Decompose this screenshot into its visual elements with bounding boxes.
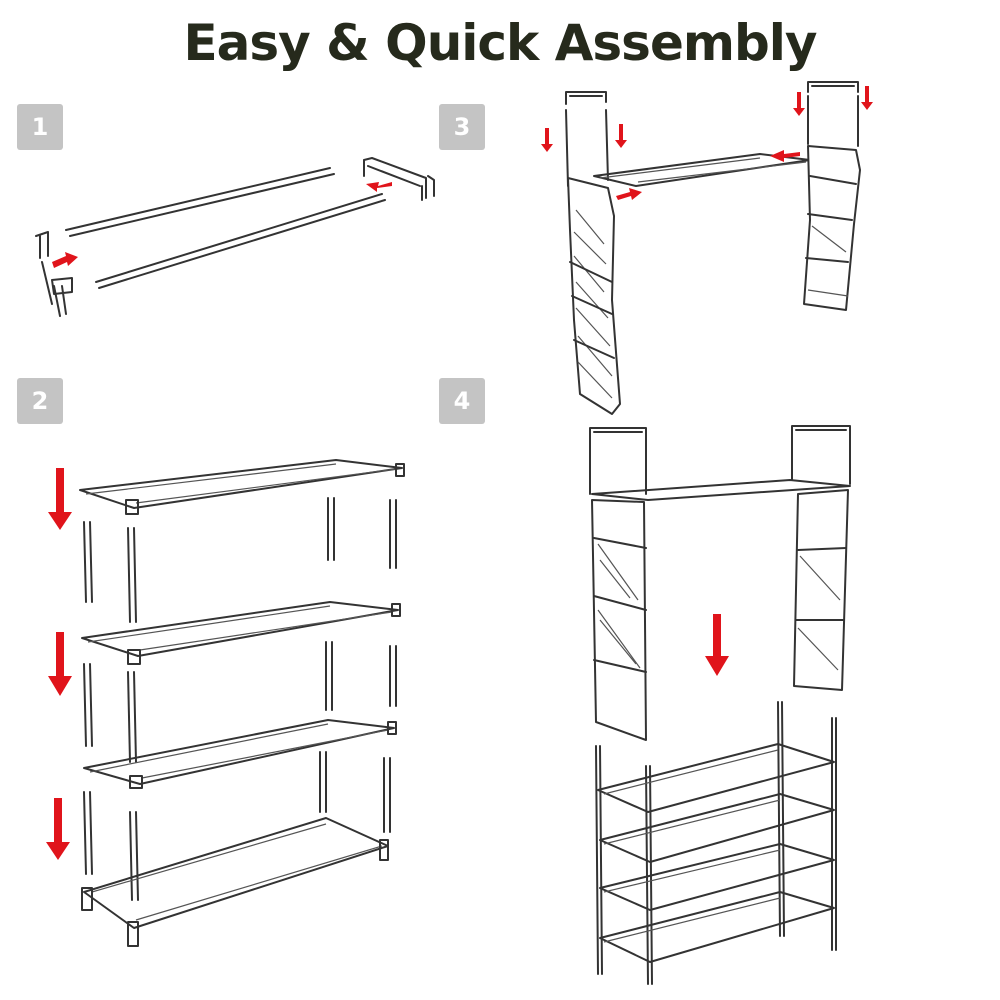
arrow-right-icon (52, 252, 78, 268)
arrow-right-icon (616, 188, 642, 200)
arrow-down-icon (861, 86, 873, 110)
step-2-badge: 2 (17, 378, 63, 424)
arrow-down-icon (46, 798, 70, 860)
arrow-down-icon (48, 468, 72, 530)
step-3-badge: 3 (439, 104, 485, 150)
step-1-illustration (35, 157, 435, 317)
page-title: Easy & Quick Assembly (183, 14, 818, 72)
step-2-illustration (79, 459, 405, 947)
arrow-down-icon (48, 632, 72, 696)
arrow-down-icon (615, 124, 627, 148)
arrow-down-icon (793, 92, 805, 116)
step-4-illustration (589, 425, 851, 985)
step-4-badge: 4 (439, 378, 485, 424)
step-1-badge: 1 (17, 104, 63, 150)
arrow-down-icon (705, 614, 729, 676)
arrow-left-icon (366, 182, 392, 192)
step-3-illustration (565, 81, 861, 415)
arrow-left-icon (770, 150, 800, 162)
arrow-down-icon (541, 128, 553, 152)
